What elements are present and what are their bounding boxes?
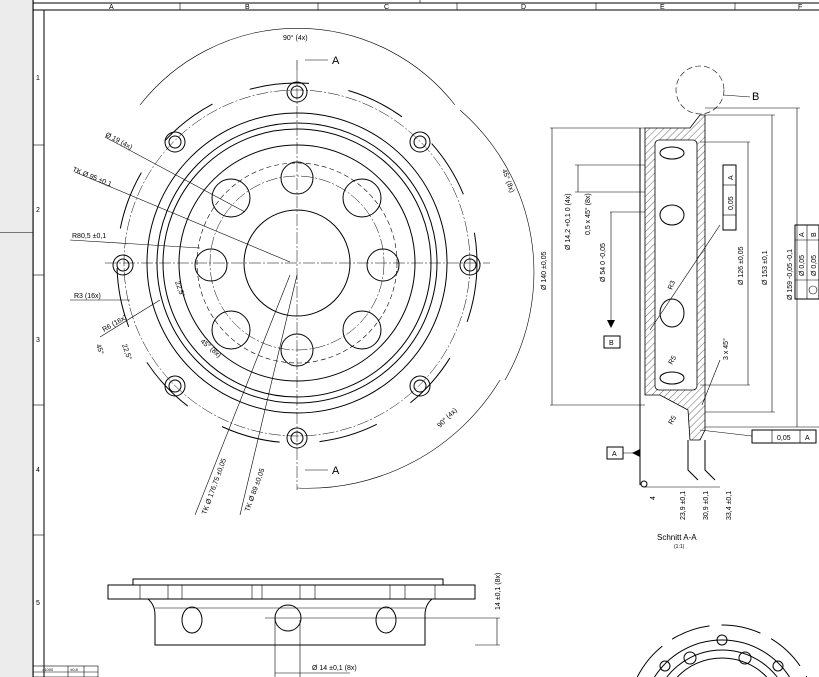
column-label: B (245, 4, 250, 11)
column-label: E (660, 4, 665, 11)
row-label: 1 (36, 75, 40, 82)
splitter-handle[interactable] (0, 232, 33, 233)
dim-r3-section: R3 (667, 280, 677, 291)
dim-tk89: TK Ø 89 ±0,05 (244, 467, 266, 512)
runout-frame-1: 0,05 A (722, 164, 737, 231)
tol-value: Ø 0,05 (811, 255, 818, 276)
section-title: Schnitt A-A (657, 533, 697, 542)
dim-tk176: TK Ø 176,75 ±0,05 (201, 458, 228, 516)
datum-b: B (609, 340, 614, 347)
bolt-holes (112, 81, 481, 449)
section-marker-top: A (332, 55, 340, 67)
section-marker-bottom: A (332, 465, 340, 477)
tolerance-table: Ø 0,05 A Ø 0,05 B (794, 224, 819, 300)
detail-marker: B (752, 91, 759, 103)
dim-22-5-b: 22,5° (173, 280, 186, 298)
runout-value: 0,05 (777, 435, 791, 442)
side-view: 14 ±0,1 (8x) Ø 14 ±0,1 (8x) (107, 573, 502, 677)
tol-value: Ø 0,05 (799, 255, 806, 276)
row-label: 4 (36, 467, 40, 474)
dim-d153: Ø 153 ±0,1 (762, 250, 769, 285)
dim-r6: R6 (16x) (102, 314, 129, 333)
dim-angle-top: 90° (4x) (283, 34, 308, 42)
runout-datum: A (728, 175, 735, 180)
dim-r5a: R5 (668, 355, 679, 366)
column-label: C (384, 4, 389, 11)
tb-cell: >1000 (42, 667, 54, 672)
runout-frame-2: 0,05 A (751, 429, 817, 444)
partial-view-bottom (636, 624, 808, 677)
dim-hole-dia: Ø 19 (4x) (104, 132, 133, 152)
dim-45-8x: 45° (8x) (199, 337, 223, 359)
front-view: A A 90° (4x) 45° (8x) 90° (4x) Ø 19 (4x)… (69, 28, 535, 516)
dim-r80: R80,5 ±0,1 (72, 233, 106, 240)
row-label: 3 (36, 337, 40, 344)
dim-d140: Ø 140 ±0,05 (541, 251, 548, 290)
drawing-frame: A B C D E F 1 2 3 4 5 (32, 0, 819, 677)
dim-angle-bottom: 90° (4x) (436, 406, 459, 429)
dim-r5b: R5 (668, 415, 679, 426)
runout-datum: A (805, 435, 810, 442)
dim-d142: Ø 14,2 +0,1 0 (4x) (565, 193, 572, 250)
dim-23-9: 23,9 ±0,1 (680, 491, 687, 520)
dim-height: 14 ±0,1 (8x) (495, 573, 502, 610)
dim-chamfer3: 3 x 45° (722, 338, 730, 360)
tol-datum: B (811, 232, 818, 237)
dim-chamfer05: 0,5 x 45° (8x) (584, 193, 592, 235)
dim-d126: Ø 126 ±0,05 (738, 246, 745, 285)
row-label: 2 (36, 207, 40, 214)
tb-cell: ±0,8 (70, 667, 79, 672)
dim-r3: R3 (16x) (74, 293, 101, 300)
dim-33-4: 33,4 ±0,1 (726, 491, 733, 520)
dim-45: 45° (94, 343, 105, 356)
column-label: D (521, 4, 526, 11)
column-label: F (798, 4, 802, 11)
datum-a: A (612, 451, 617, 458)
dim-hole: Ø 14 ±0,1 (8x) (312, 665, 357, 672)
dim-4: 4 (650, 496, 657, 500)
datum-b-box (603, 335, 621, 349)
row-label: 5 (36, 600, 40, 607)
tol-datum: A (799, 232, 806, 237)
dim-tk95: TK Ø 95 ±0,1 (71, 166, 112, 188)
dim-22-5-a: 22,5° (120, 343, 133, 361)
dim-30-9: 30,9 ±0,1 (703, 491, 710, 520)
dim-d54: Ø 54 0 -0,05 (600, 243, 607, 282)
title-block: >1000 ±0,8 (32, 665, 99, 677)
section-view: B Ø 140 ±0,05 Ø 14,2 +0,1 0 (4x) 0,5 x 4… (541, 65, 819, 550)
runout-value: 0,05 (728, 196, 735, 210)
inner-holes (194, 161, 400, 367)
dim-d159: Ø 159 -0,05 -0,1 (787, 249, 794, 300)
section-scale: (1:1) (674, 544, 685, 550)
column-label: A (109, 4, 114, 11)
